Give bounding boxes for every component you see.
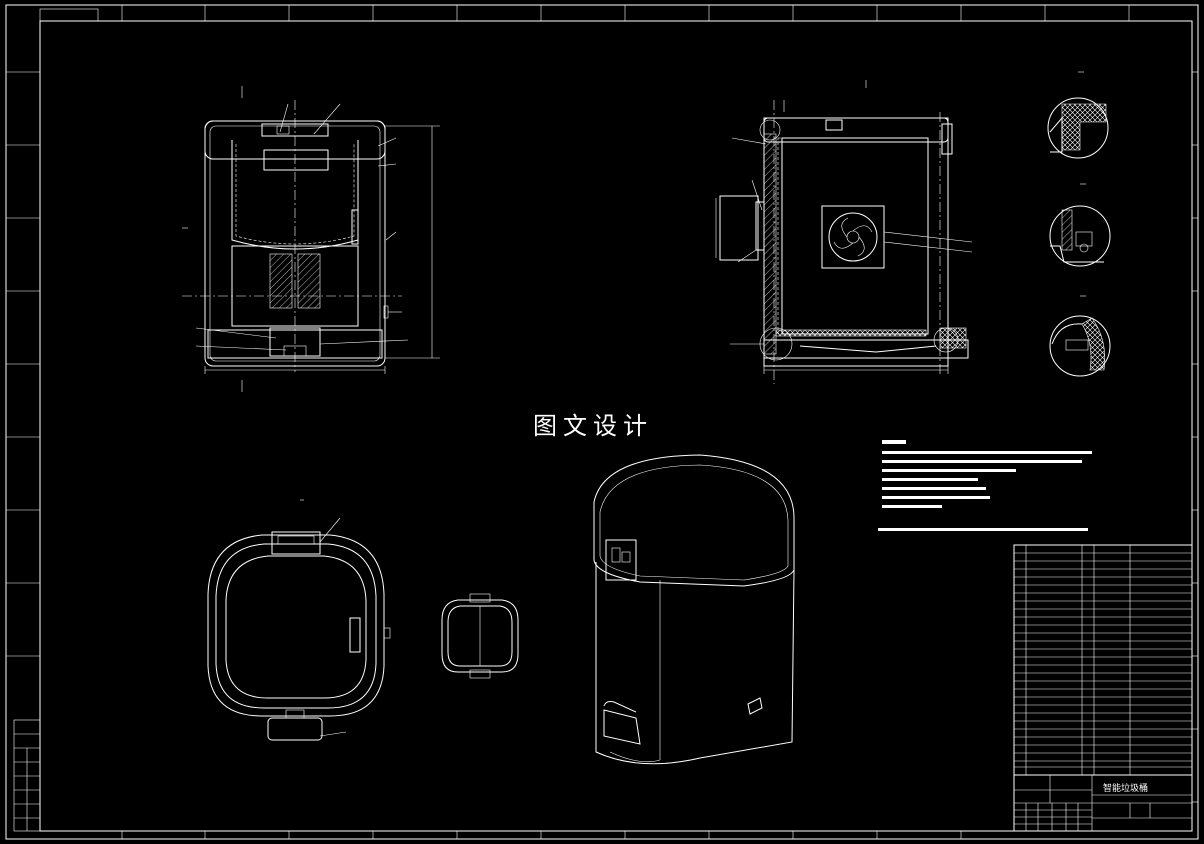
title-block-product-name: 智能垃圾桶 [1103,782,1148,794]
technical-notes [878,440,1092,531]
revision-strip [13,719,41,832]
detail-views [1047,71,1111,377]
front-section-view [182,86,440,392]
small-inner-view [441,593,519,679]
isometric-view [593,454,795,765]
title-block: 智能垃圾桶 [1013,774,1193,832]
fan-icon [821,205,885,269]
side-section-view [715,80,973,384]
parts-list-table [1013,544,1193,776]
watermark-text: 图文设计 [533,412,653,440]
top-view [207,499,391,741]
sheet-frame [5,4,1199,840]
